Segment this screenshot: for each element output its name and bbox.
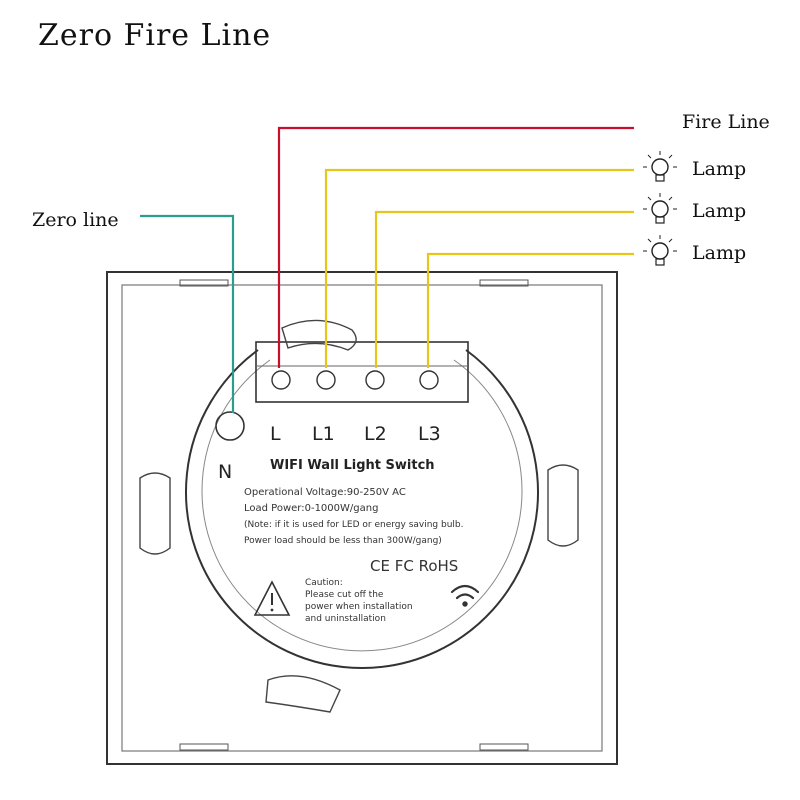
top-knob	[281, 319, 357, 351]
switch-voltage: Operational Voltage:90-250V AC	[244, 487, 406, 498]
plate-clip	[479, 279, 529, 287]
lamp-wire-3	[426, 252, 634, 368]
lamp-wire-1	[324, 168, 634, 368]
zero-wire	[140, 214, 235, 413]
bottom-lug	[265, 675, 341, 713]
switch-heading: WIFI Wall Light Switch	[270, 458, 435, 473]
terminal-screw-l1	[316, 370, 336, 390]
lamp-bulb-icon	[643, 193, 677, 224]
lamp-bulb-icon	[643, 235, 677, 266]
lamp-wire-2	[374, 210, 634, 368]
terminal-screw-n	[215, 411, 245, 441]
lamp-label-3: Lamp	[692, 242, 747, 264]
caution-line-2: power when installation	[305, 602, 413, 612]
lamp-bulb-icon	[643, 151, 677, 182]
terminal-block	[255, 341, 469, 403]
warning-triangle-icon	[253, 580, 291, 616]
terminal-label-l: L	[270, 423, 281, 445]
wifi-icon	[450, 584, 480, 607]
zero-line-label: Zero line	[32, 209, 119, 231]
lamp-label-2: Lamp	[692, 200, 747, 222]
back-housing-outline	[185, 349, 539, 669]
plate-clip	[179, 743, 229, 751]
switch-plate-outline	[106, 271, 618, 765]
side-lug-right	[547, 464, 579, 547]
side-lug-left	[139, 472, 171, 555]
lamp-label-1: Lamp	[692, 158, 747, 180]
caution-title: Caution:	[305, 578, 343, 588]
back-housing-inner	[201, 359, 523, 652]
switch-load: Load Power:0-1000W/gang	[244, 503, 378, 514]
terminal-label-l2: L2	[364, 423, 387, 445]
terminal-label-l3: L3	[418, 423, 441, 445]
terminal-label-n: N	[218, 461, 232, 483]
fire-wire	[277, 126, 634, 368]
terminal-screw-l2	[365, 370, 385, 390]
switch-plate-inner	[121, 284, 603, 752]
plate-clip	[179, 279, 229, 287]
certification-marks: CE FC RoHS	[370, 557, 458, 575]
page-title: Zero Fire Line	[38, 18, 272, 53]
terminal-label-l1: L1	[312, 423, 335, 445]
plate-clip	[479, 743, 529, 751]
switch-note-1: (Note: if it is used for LED or energy s…	[244, 520, 464, 530]
terminal-screw-l	[271, 370, 291, 390]
fire-line-label: Fire Line	[682, 111, 770, 133]
caution-line-1: Please cut off the	[305, 590, 384, 600]
switch-note-2: Power load should be less than 300W/gang…	[244, 536, 442, 546]
caution-line-3: and uninstallation	[305, 614, 386, 624]
terminal-screw-l3	[419, 370, 439, 390]
